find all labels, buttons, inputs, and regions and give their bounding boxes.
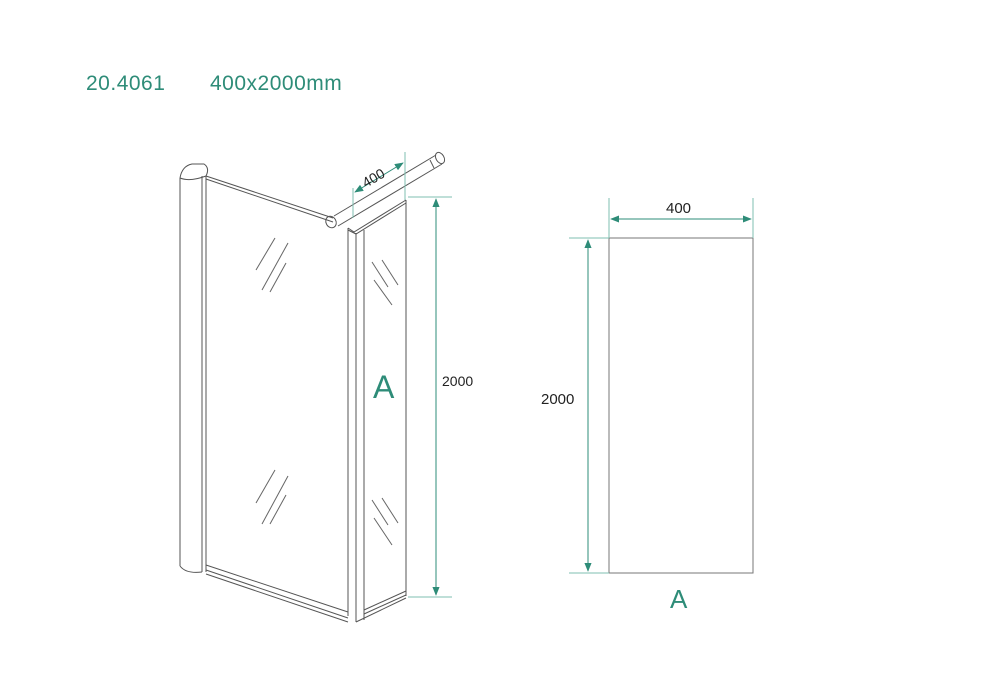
iso-panel-label: A xyxy=(373,369,395,405)
back-glass-panel xyxy=(205,175,349,623)
front-view: 400 2000 A xyxy=(541,198,754,614)
front-dimension-height xyxy=(569,237,609,574)
product-size: 400x2000mm xyxy=(210,72,343,95)
panel-outline xyxy=(608,237,754,574)
iso-height-label: 2000 xyxy=(442,373,473,389)
drawing-header: 20.4061 400x2000mm xyxy=(86,72,342,96)
corner-profile xyxy=(347,199,407,623)
wall-profile-post xyxy=(179,163,209,573)
iso-dimension-width xyxy=(352,152,406,218)
stabilizer-bar xyxy=(325,151,446,229)
front-dimension-width xyxy=(608,198,754,238)
front-panel-label: A xyxy=(670,584,688,614)
front-height-label: 2000 xyxy=(541,391,574,408)
glass-reflection-marks xyxy=(255,237,289,525)
product-code: 20.4061 xyxy=(86,72,166,95)
front-width-label: 400 xyxy=(666,200,691,217)
side-reflection-marks xyxy=(371,259,399,546)
iso-dimension-height xyxy=(408,196,452,598)
isometric-view xyxy=(179,151,446,623)
